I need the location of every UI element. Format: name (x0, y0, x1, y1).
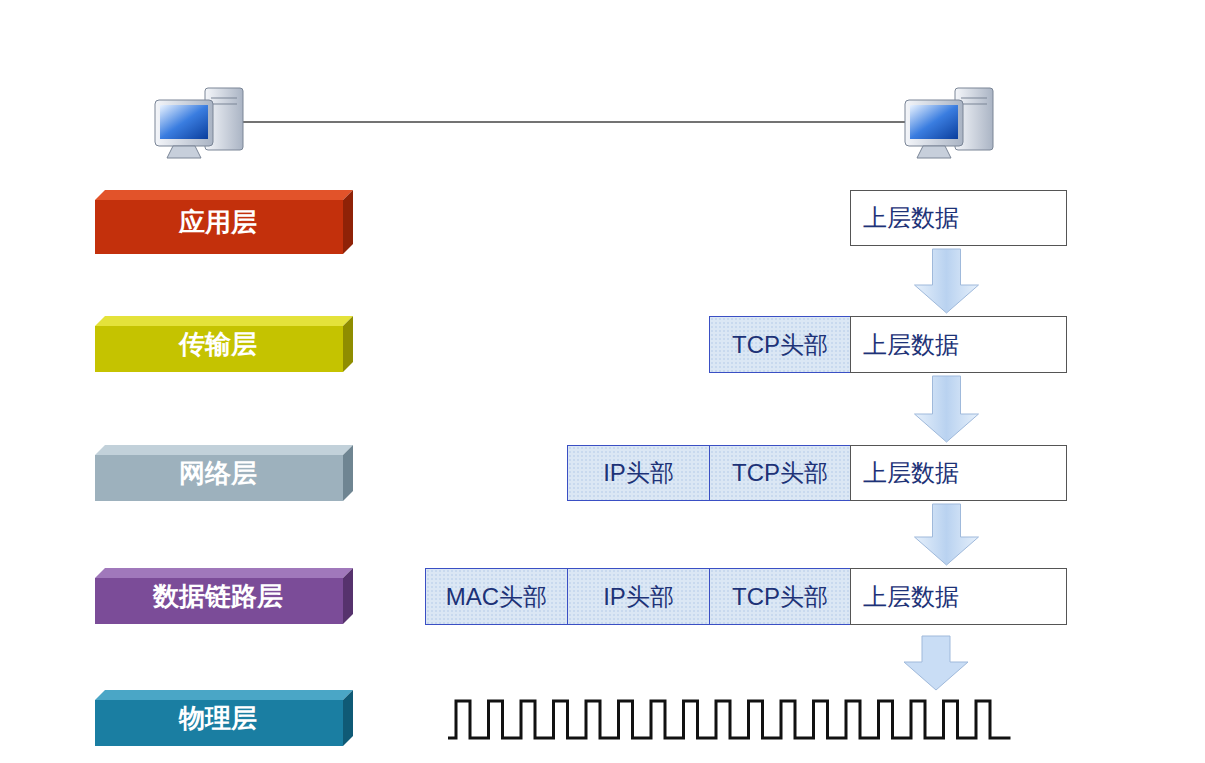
layer-name: 物理层 (179, 701, 269, 736)
field-label: TCP头部 (732, 457, 828, 489)
computer-icon (905, 88, 993, 158)
block-arrow (915, 376, 979, 442)
data-box: 上层数据 (850, 568, 1067, 625)
layer-band: 应用层 (95, 190, 353, 254)
header-box: IP头部 (567, 445, 710, 501)
field-label: 上层数据 (863, 581, 959, 613)
field-label: MAC头部 (446, 581, 547, 613)
data-box: 上层数据 (850, 190, 1067, 246)
layer-name: 应用层 (179, 205, 269, 240)
field-label: IP头部 (603, 457, 674, 489)
layer-band: 传输层 (95, 316, 353, 372)
computer-icon (155, 88, 243, 158)
header-box: MAC头部 (425, 568, 568, 625)
field-label: TCP头部 (732, 581, 828, 613)
header-box: IP头部 (567, 568, 710, 625)
layer-band: 物理层 (95, 690, 353, 746)
layer-name: 网络层 (179, 456, 269, 491)
layer-band: 网络层 (95, 445, 353, 501)
header-box: TCP头部 (709, 316, 851, 373)
block-arrow (915, 249, 979, 313)
block-arrow (915, 504, 979, 565)
link-line (240, 121, 910, 123)
data-box: 上层数据 (850, 445, 1067, 501)
block-arrow (904, 636, 968, 690)
layer-name: 数据链路层 (153, 579, 295, 614)
field-label: 上层数据 (863, 457, 959, 489)
header-box: TCP头部 (709, 445, 851, 501)
field-label: IP头部 (603, 581, 674, 613)
field-label: 上层数据 (863, 202, 959, 234)
layer-band: 数据链路层 (95, 568, 353, 624)
field-label: TCP头部 (732, 329, 828, 361)
layer-name: 传输层 (179, 327, 269, 362)
data-box: 上层数据 (850, 316, 1067, 373)
field-label: 上层数据 (863, 329, 959, 361)
header-box: TCP头部 (709, 568, 851, 625)
signal-waveform (448, 701, 1011, 738)
